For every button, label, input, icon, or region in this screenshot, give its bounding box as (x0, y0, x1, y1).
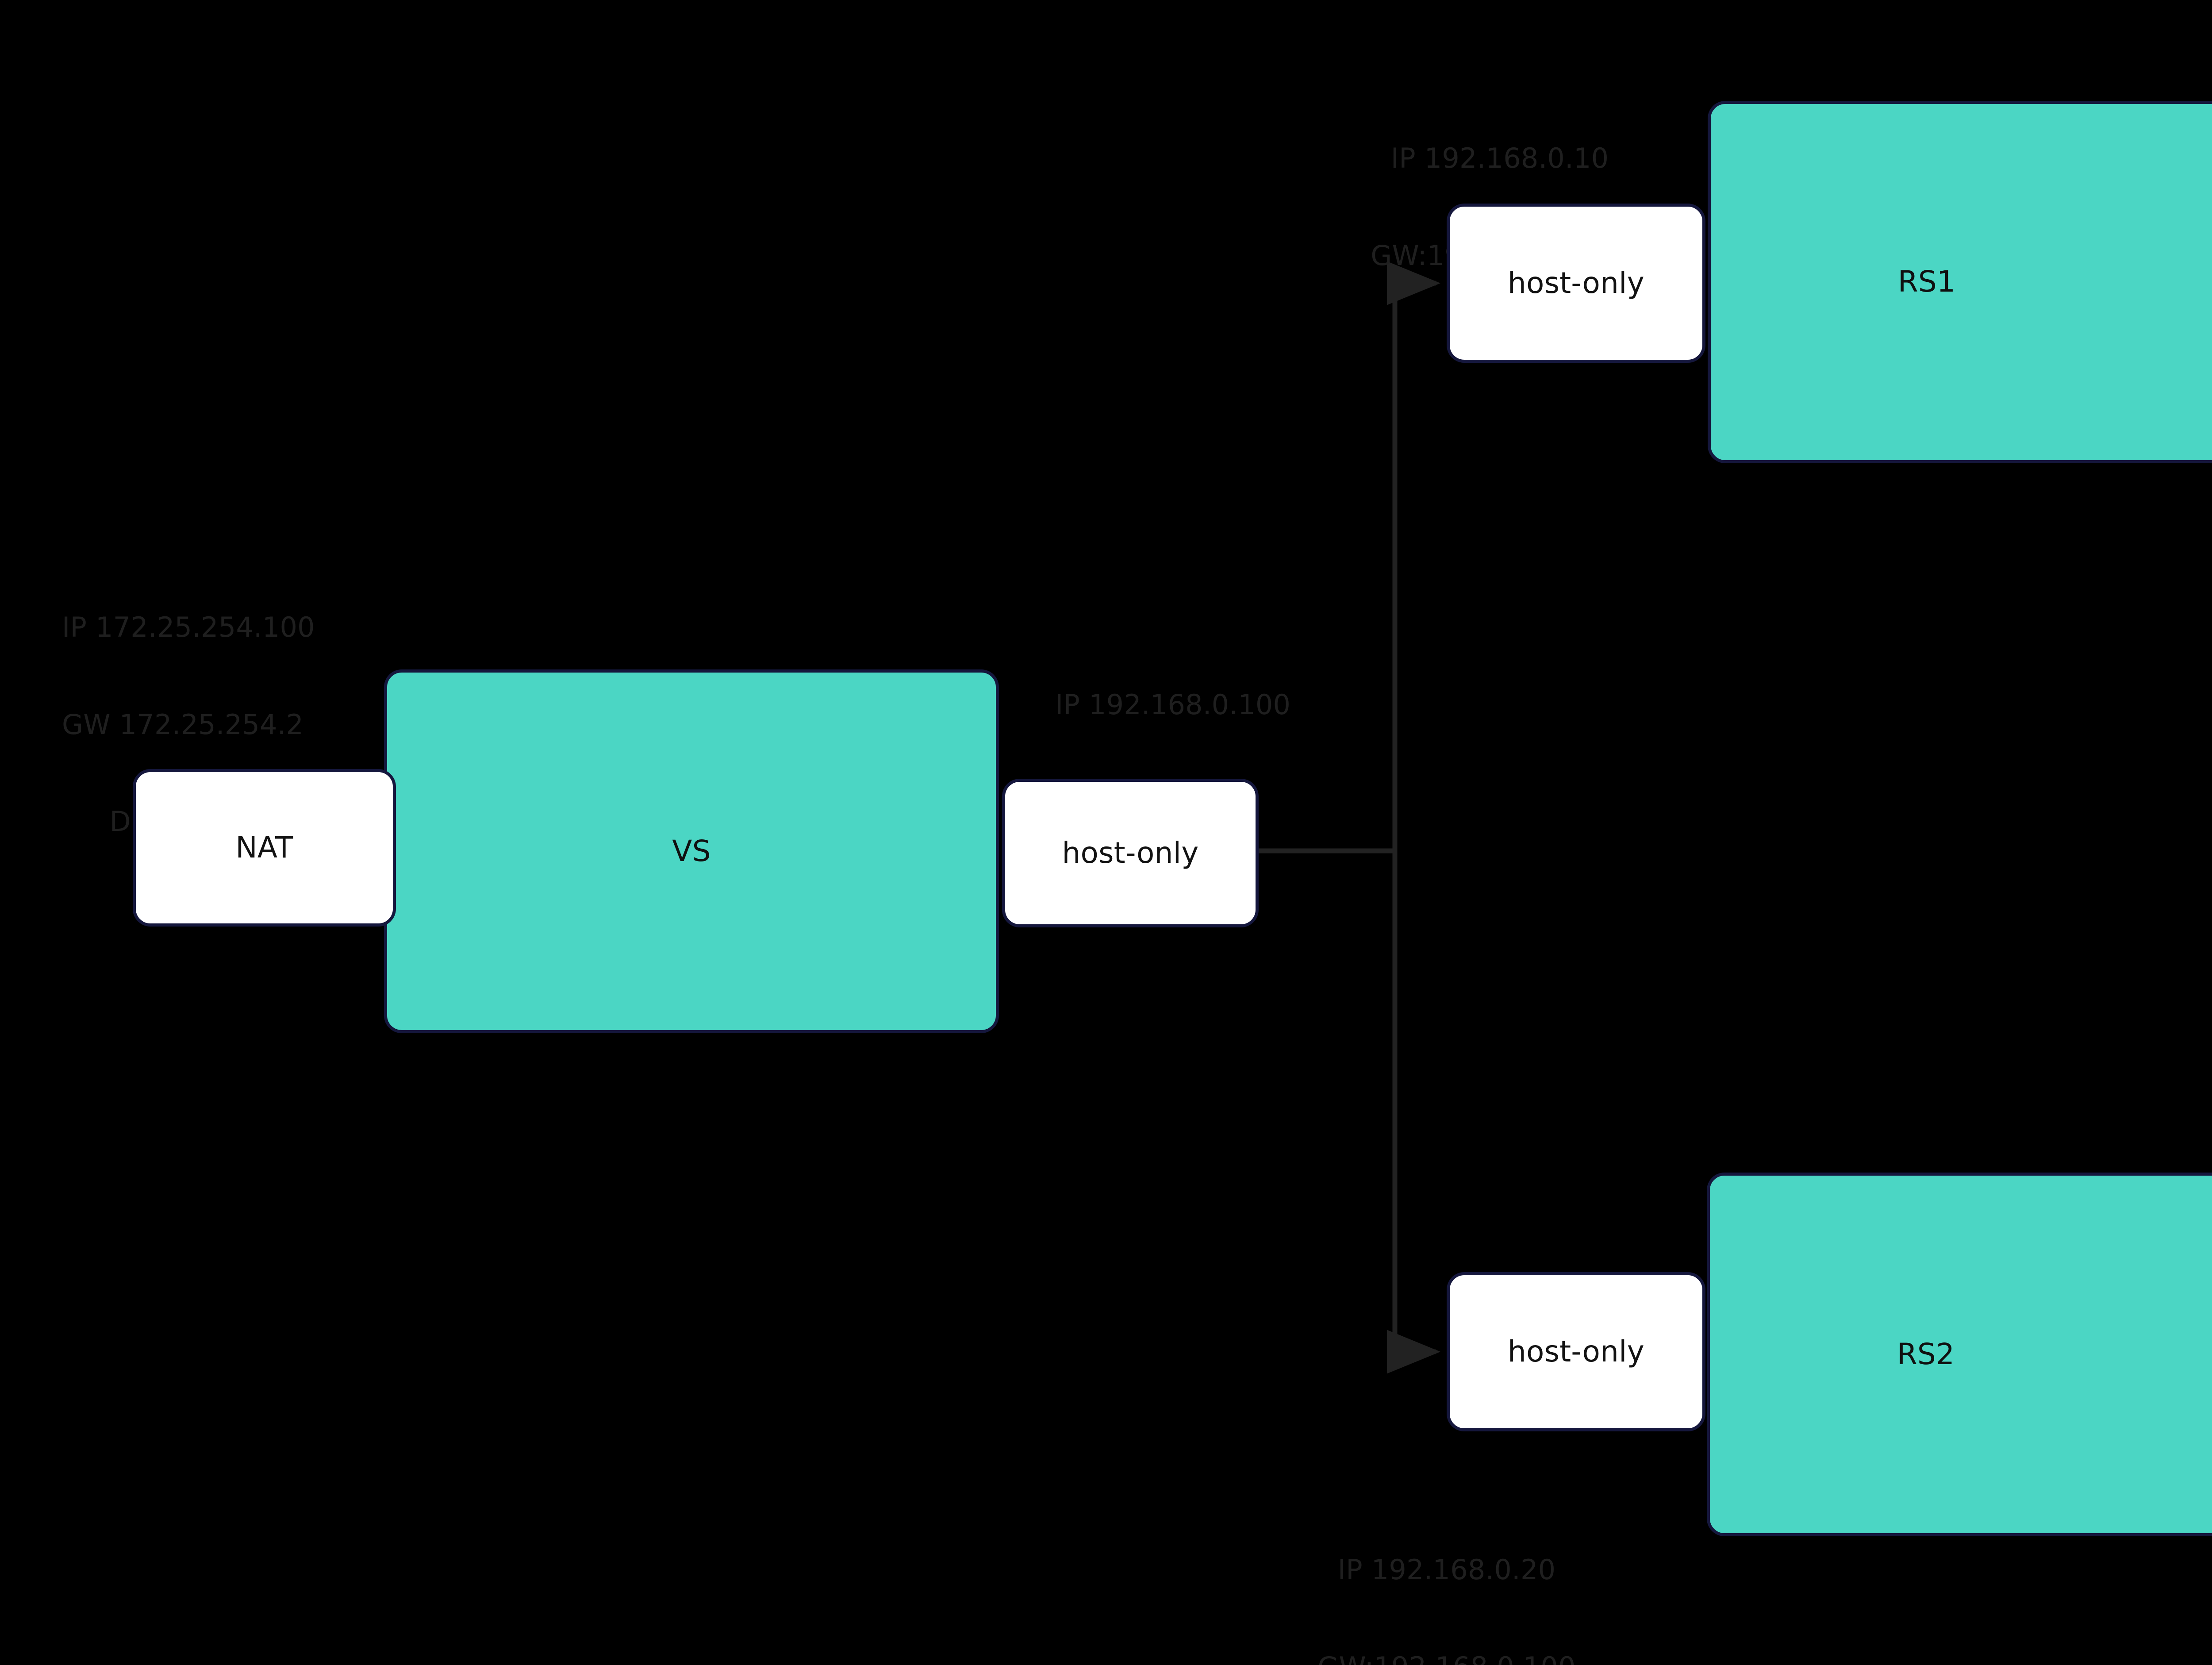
vm-node-vs-label: VS (672, 834, 711, 868)
adapter-node-vs-host-only-label: host-only (1062, 835, 1199, 870)
vm-node-rs1-label: RS1 (1897, 265, 1956, 299)
adapter-node-rs1-host-only[interactable]: host-only (1447, 204, 1705, 363)
adapter-node-nat-label: NAT (235, 830, 293, 865)
annotation-rs2-config: IP 192.168.0.20 GW:192.168.0.100 (1283, 1489, 1610, 1665)
annotation-line: IP 172.25.254.100 (62, 611, 315, 644)
vm-node-rs2[interactable]: RS2 (1707, 1173, 2212, 1536)
vm-node-vs[interactable]: VS (384, 669, 999, 1033)
vm-node-rs1[interactable]: RS1 (1708, 101, 2212, 463)
adapter-node-rs2-host-only[interactable]: host-only (1447, 1272, 1705, 1431)
annotation-line: GW:192.168.0.100 (1283, 1651, 1610, 1665)
adapter-node-nat[interactable]: NAT (133, 769, 396, 927)
adapter-node-vs-host-only[interactable]: host-only (1002, 779, 1259, 927)
annotation-line: IP 192.168.0.20 (1337, 1553, 1556, 1586)
annotation-line: IP 192.168.0.100 (1055, 688, 1291, 721)
annotation-line: GW 172.25.254.2 (62, 708, 304, 741)
annotation-line: IP 192.168.0.10 (1390, 142, 1609, 175)
adapter-node-rs2-host-only-label: host-only (1508, 1334, 1644, 1369)
adapter-node-rs1-host-only-label: host-only (1508, 265, 1644, 300)
vm-node-rs2-label: RS2 (1897, 1337, 1955, 1371)
annotation-vs-host-only-config: IP 192.168.0.100 (1055, 624, 1290, 786)
